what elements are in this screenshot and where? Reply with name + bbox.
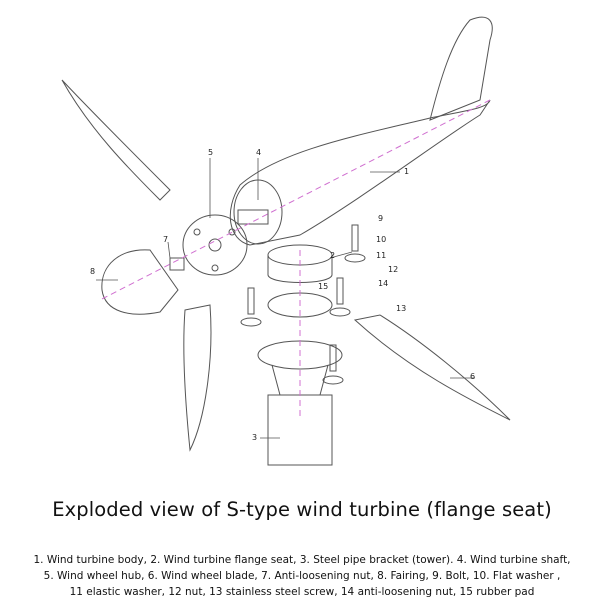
turbine-body bbox=[229, 99, 491, 246]
exploded-view-drawing: 1 2 3 4 5 6 7 8 9 10 11 12 13 14 15 bbox=[61, 16, 511, 466]
callout-7: 7 bbox=[163, 235, 168, 244]
callout-2: 2 bbox=[330, 251, 335, 260]
fairing bbox=[101, 249, 179, 315]
callout-3: 3 bbox=[252, 433, 257, 442]
callout-8: 8 bbox=[90, 267, 95, 276]
callout-1: 1 bbox=[404, 167, 409, 176]
anti-loosening-nut-part bbox=[169, 257, 185, 271]
center-axis bbox=[99, 99, 491, 301]
callout-5: 5 bbox=[208, 148, 213, 157]
blade-lower bbox=[183, 304, 212, 452]
tail-fin bbox=[429, 16, 493, 121]
callout-4: 4 bbox=[256, 148, 261, 157]
wind-wheel-hub bbox=[182, 214, 248, 276]
callout-14: 14 bbox=[378, 279, 388, 288]
blade-right bbox=[353, 314, 511, 421]
callout-12: 12 bbox=[388, 265, 398, 274]
turbine-shaft bbox=[237, 209, 269, 225]
callout-13: 13 bbox=[396, 304, 406, 313]
blade-upper-left bbox=[61, 79, 171, 201]
callout-15: 15 bbox=[318, 282, 328, 291]
callout-10: 10 bbox=[376, 235, 386, 244]
legend-line: 11 elastic washer, 12 nut, 13 stainless … bbox=[69, 586, 535, 598]
callout-11: 11 bbox=[376, 251, 386, 260]
legend-line: 5. Wind wheel hub, 6. Wind wheel blade, … bbox=[43, 570, 561, 582]
callout-6: 6 bbox=[470, 372, 475, 381]
parts-legend: 1. Wind turbine body, 2. Wind turbine fl… bbox=[6, 552, 598, 600]
callout-9: 9 bbox=[378, 214, 383, 223]
diagram-title: Exploded view of S-type wind turbine (fl… bbox=[52, 498, 552, 521]
legend-line: 1. Wind turbine body, 2. Wind turbine fl… bbox=[33, 554, 571, 566]
